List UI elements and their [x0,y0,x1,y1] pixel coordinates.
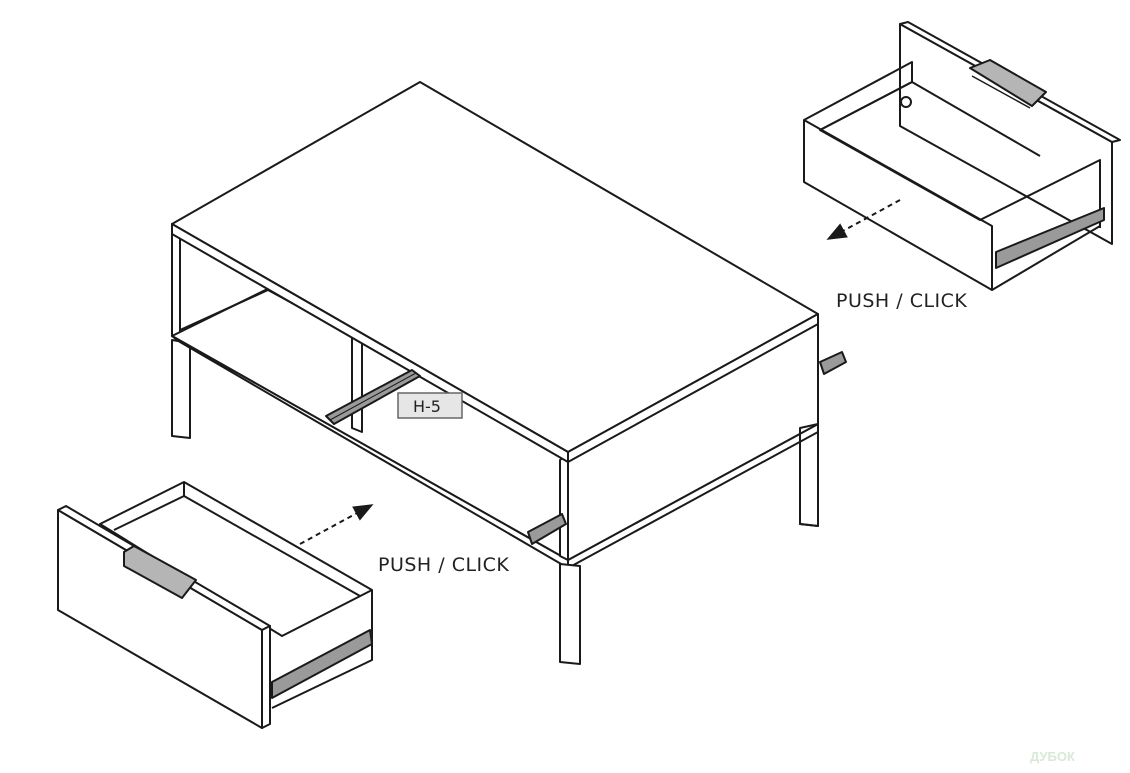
push-in-arrow [299,504,374,545]
part-code-label: H-5 [413,397,441,416]
table-leg-front-right [799,423,819,527]
coffee-table [171,81,847,665]
push-click-label-top: PUSH / CLICK [836,290,967,312]
pull-out-arrow [826,199,901,240]
slide-rail-right [819,351,847,375]
table-middle-divider [351,333,363,433]
part-tag: H-5 [397,392,463,419]
drawer-bottom-left [57,481,373,729]
slide-rail-front [527,513,567,545]
watermark-logo: ДУБОК [1030,749,1075,764]
table-leg-front-left [559,563,581,665]
table-side-panel-left [171,223,181,343]
drawer-handle-top [969,59,1047,107]
drawer-hole-top [900,96,912,108]
drawer-runner-bottom [271,629,373,699]
drawer-runner-top [995,207,1105,269]
table-leg-back-left [171,339,191,439]
drawer-handle-bottom [123,545,197,599]
drawer-top-right [803,21,1121,291]
push-click-label-bottom: PUSH / CLICK [378,554,509,576]
